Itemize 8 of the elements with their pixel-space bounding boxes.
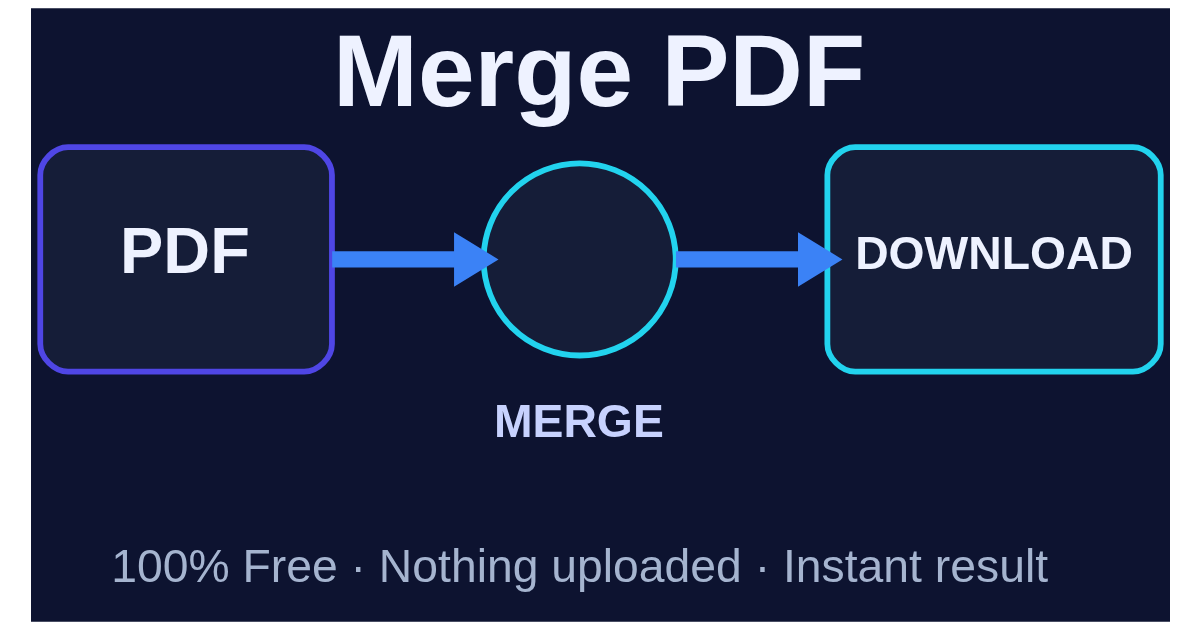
diagram-title: Merge PDF [332, 13, 865, 128]
node-circle [480, 160, 679, 359]
node-label: MERGE [493, 394, 664, 447]
arrow [331, 232, 498, 287]
label: 100% Free · Nothing uploaded · Instant result [110, 540, 1048, 593]
arrow [675, 232, 842, 287]
node-box: PDF [36, 144, 335, 375]
node-box: DOWNLOAD [823, 144, 1164, 375]
